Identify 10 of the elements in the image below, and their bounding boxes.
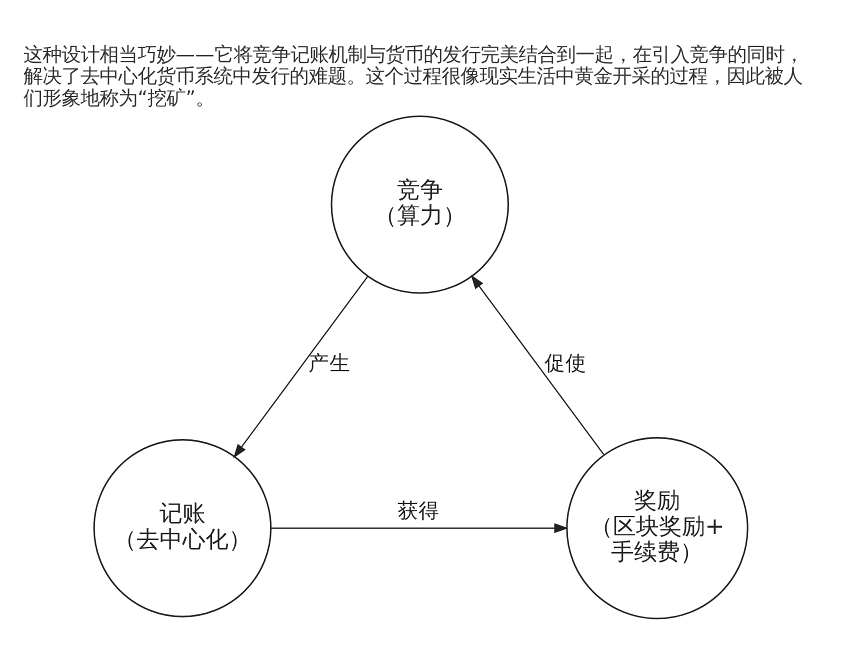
edge-label: 获得 [398, 498, 440, 522]
edge-label: 产生 [308, 350, 351, 375]
arrow [271, 522, 568, 533]
arrow [233, 276, 368, 458]
node-circle: 记账 （去中心化） [93, 438, 272, 617]
node-circle: 奖励 （区块奖励+手续费） [566, 436, 748, 619]
node-circle: 竞争 （算力） [330, 115, 510, 294]
edge-label: 促使 [544, 350, 587, 375]
caption: 这种设计相当巧妙——它将竞争记账机制与货币的发行完美结合到一起，在引入竞争的同时，解决了去中心化货币系统中发行的难题。这个过程很像现实生活中黄金开采的过程，因此被人们形象地称为“挖矿”。 [24, 42, 804, 110]
arrow [470, 274, 604, 454]
